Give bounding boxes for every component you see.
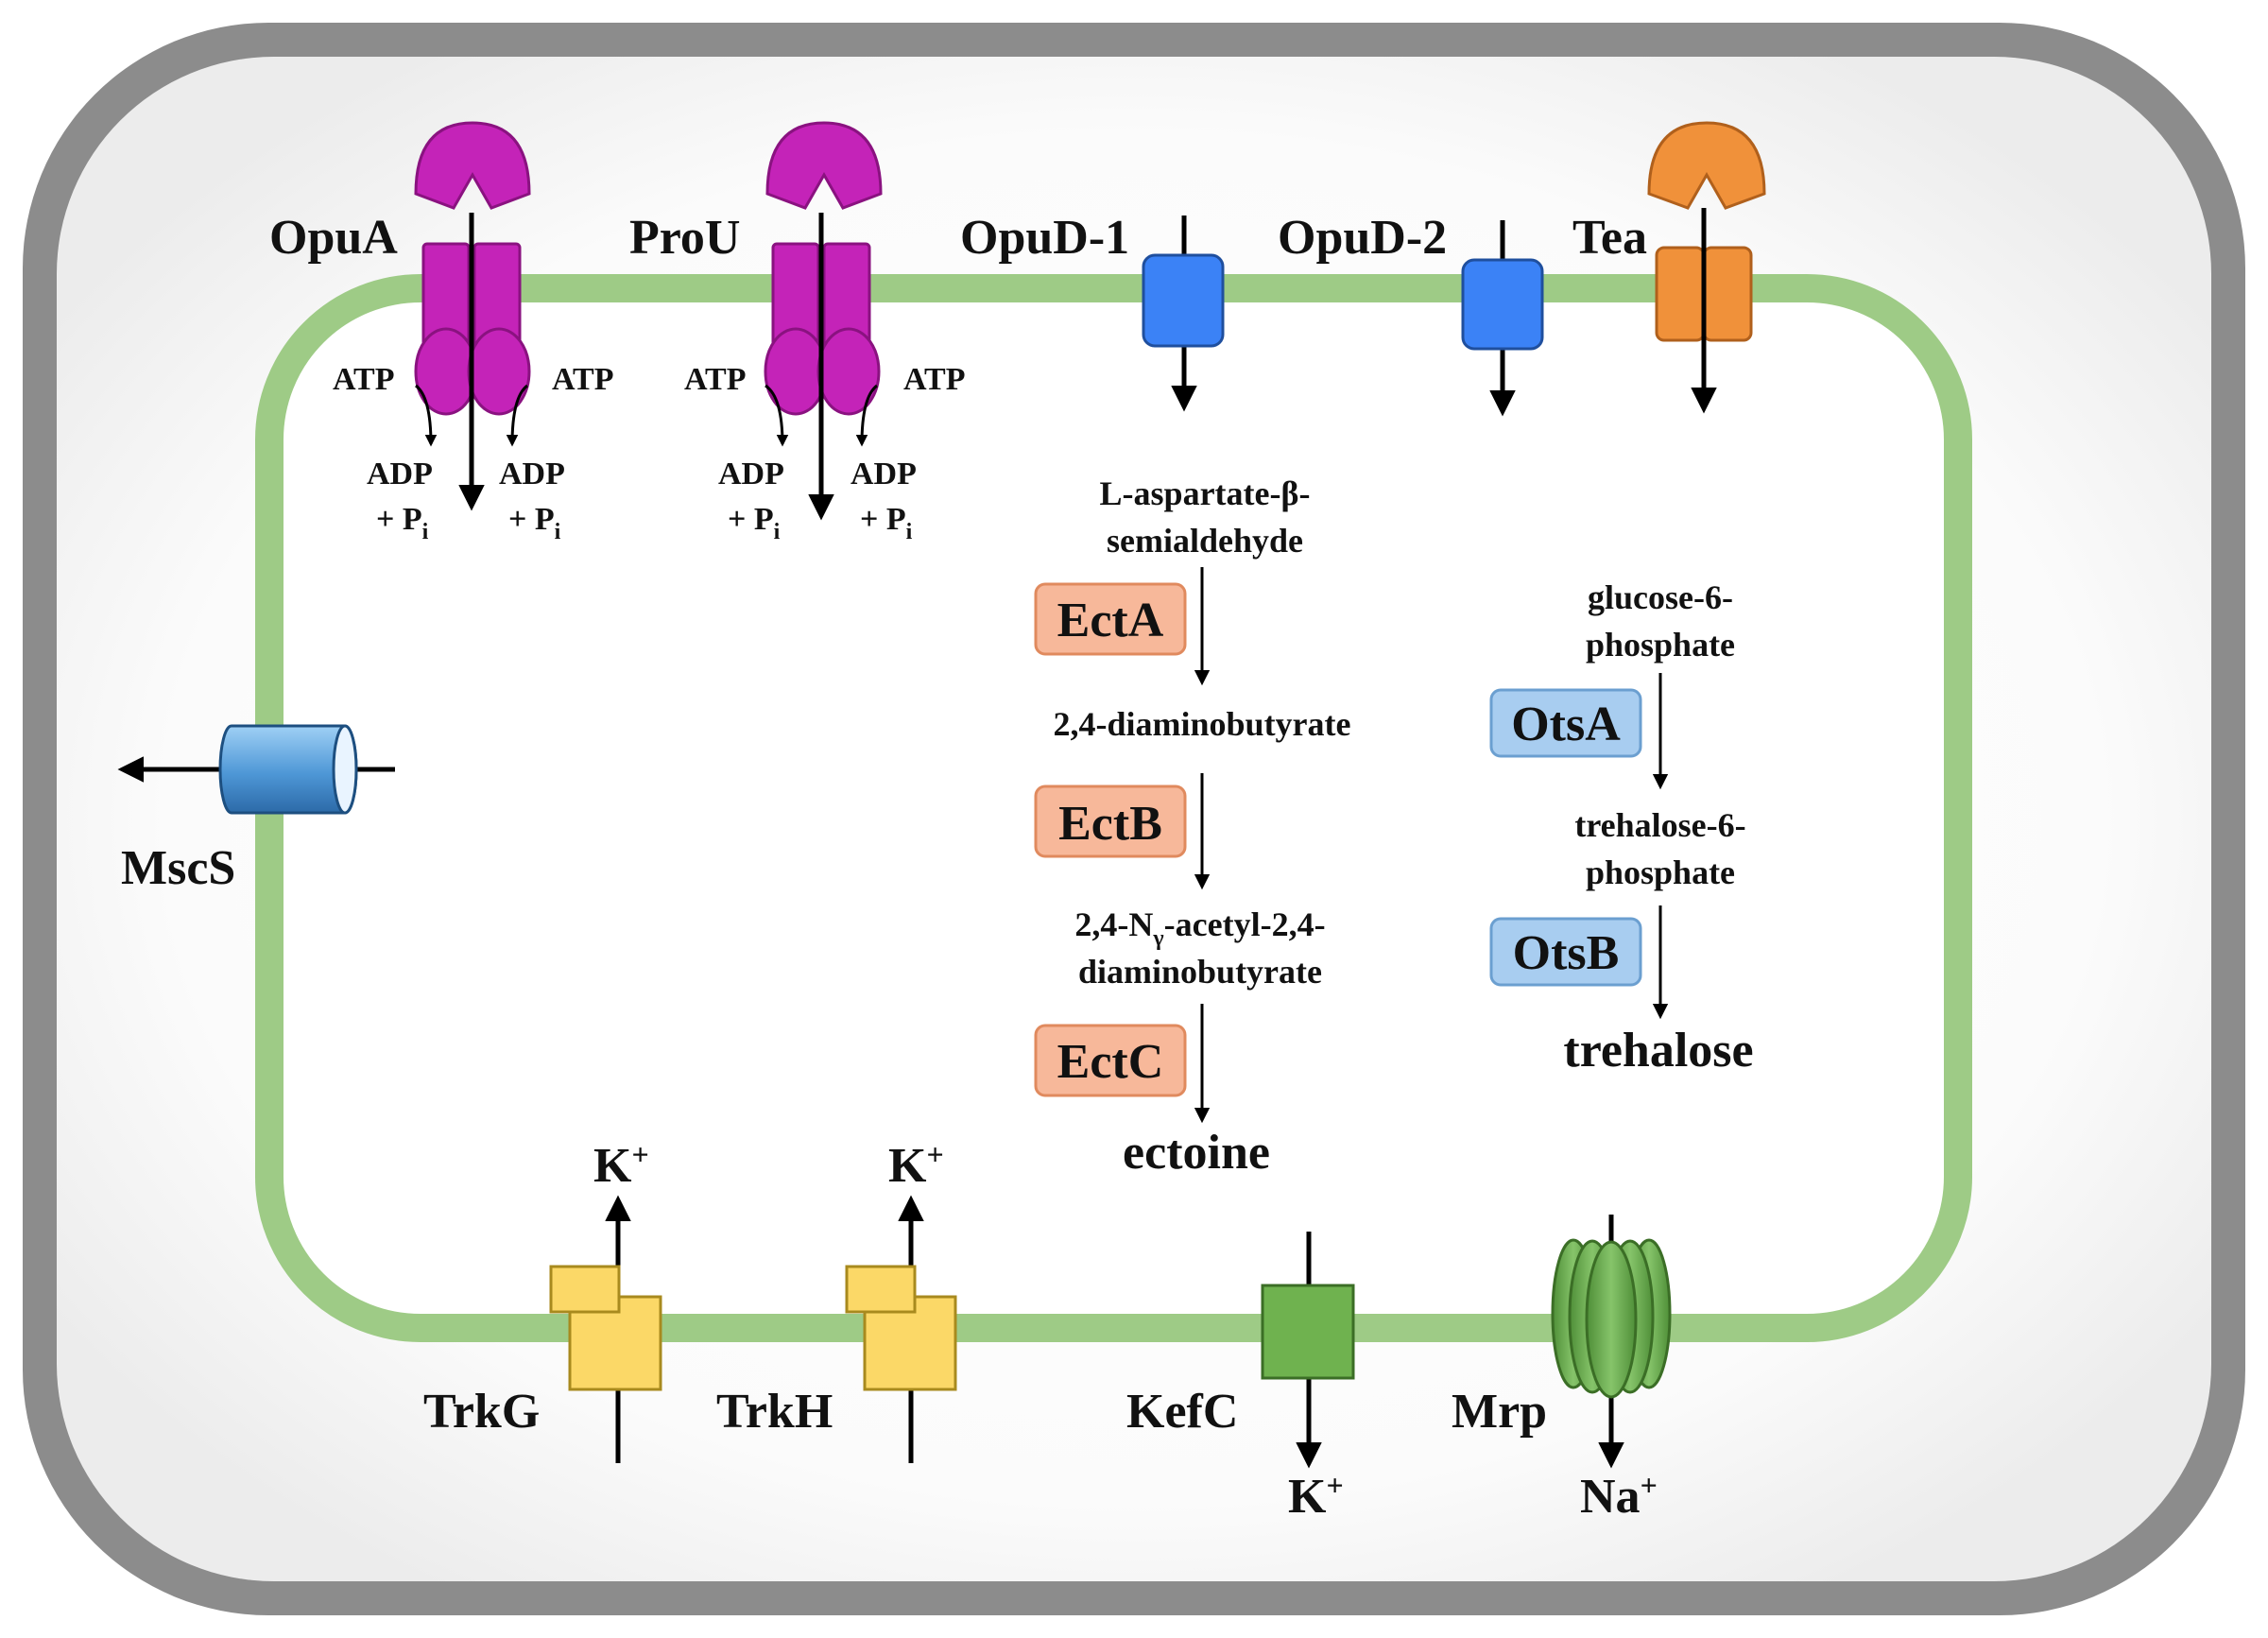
mrp-transporter[interactable] xyxy=(1551,1215,1672,1469)
trkh-subunit xyxy=(845,1265,917,1314)
opua-right-atp-arrow xyxy=(506,384,528,447)
mrp-label: Mrp xyxy=(1452,1385,1547,1439)
opua-label: OpuA xyxy=(269,211,398,265)
prou-label: ProU xyxy=(629,211,740,265)
opua-left-atp-arrow xyxy=(415,384,438,447)
prou-nbd-right xyxy=(816,327,881,416)
prou-left-atp-arrow xyxy=(765,384,789,447)
prou-atp-left: ATP xyxy=(684,362,746,397)
tea-tm-left xyxy=(1655,246,1706,342)
trkh-ion: K+ xyxy=(888,1137,944,1193)
trkg-transporter[interactable] xyxy=(549,1195,662,1463)
opua-adp-left: ADP xyxy=(367,457,433,491)
opua-transporter[interactable] xyxy=(414,121,531,511)
ots-intermediate-line2: phosphate xyxy=(1586,853,1735,891)
trkg-label: TrkG xyxy=(423,1385,540,1439)
opud1-label: OpuD-1 xyxy=(960,211,1129,265)
ecta-enzyme-box[interactable] xyxy=(1034,582,1187,656)
kefc-label: KefC xyxy=(1126,1385,1238,1439)
prou-adp-left: ADP xyxy=(718,457,784,491)
ect-product: ectoine xyxy=(1123,1126,1270,1180)
opud2-label: OpuD-2 xyxy=(1278,211,1447,265)
tea-binding-protein xyxy=(1647,121,1766,210)
prou-atp-right: ATP xyxy=(903,362,965,397)
trkg-subunit xyxy=(549,1265,621,1314)
ectc-enzyme-box[interactable] xyxy=(1034,1024,1187,1097)
prou-adp-right: ADP xyxy=(850,457,917,491)
ect-intermediate2-line1: 2,4-Nγ-acetyl-2,4- xyxy=(1074,905,1325,951)
ect-substrate-line1: L-aspartate-β- xyxy=(1100,474,1311,512)
opud1-body xyxy=(1142,253,1225,348)
prou-transporter[interactable] xyxy=(764,121,883,521)
prou-nbd-left xyxy=(764,327,828,416)
opua-atp-left: ATP xyxy=(333,362,394,397)
mscs-channel[interactable] xyxy=(117,724,395,815)
trkh-transporter[interactable] xyxy=(845,1195,957,1463)
trkh-label: TrkH xyxy=(716,1385,833,1439)
kefc-body xyxy=(1261,1284,1355,1380)
ots-substrate-line2: phosphate xyxy=(1586,626,1735,664)
tea-tm-right xyxy=(1702,246,1753,342)
opua-adp-right: ADP xyxy=(499,457,565,491)
tea-transporter[interactable] xyxy=(1647,121,1766,414)
trkg-ion: K+ xyxy=(593,1137,649,1193)
ots-intermediate-line1: trehalose-6- xyxy=(1574,806,1745,844)
ecta-label: EctA xyxy=(1057,594,1164,647)
ect-intermediate2-line2: diaminobutyrate xyxy=(1078,953,1322,991)
ect-substrate-line2: semialdehyde xyxy=(1107,522,1303,560)
opud1-transporter[interactable] xyxy=(1142,216,1225,412)
opud2-transporter[interactable] xyxy=(1461,220,1544,417)
mscs-label: MscS xyxy=(121,841,235,895)
prou-right-atp-arrow xyxy=(855,384,878,447)
opua-pi-left: + Pi xyxy=(376,502,429,544)
prou-pi-right: + Pi xyxy=(860,502,913,544)
kefc-ion: K+ xyxy=(1288,1468,1344,1524)
opua-pi-right: + Pi xyxy=(508,502,561,544)
prou-pi-left: + Pi xyxy=(728,502,781,544)
otsa-enzyme-box[interactable] xyxy=(1489,688,1642,758)
opua-binding-protein xyxy=(414,121,531,210)
otsb-enzyme-box[interactable] xyxy=(1489,917,1642,987)
prou-binding-protein xyxy=(765,121,883,210)
mscs-opening xyxy=(332,724,358,815)
opud2-body xyxy=(1461,258,1544,351)
ectb-label: EctB xyxy=(1058,797,1162,851)
tea-label: Tea xyxy=(1572,211,1647,265)
ectc-label: EctC xyxy=(1057,1035,1164,1089)
opua-nbd-right xyxy=(467,327,531,416)
ect-intermediate1: 2,4-diaminobutyrate xyxy=(1054,705,1351,743)
otsa-label: OtsA xyxy=(1511,698,1621,751)
mrp-ion: Na+ xyxy=(1580,1468,1658,1524)
kefc-transporter[interactable] xyxy=(1261,1232,1355,1469)
ots-substrate-line1: glucose-6- xyxy=(1588,578,1733,616)
ots-product: trehalose xyxy=(1563,1024,1753,1078)
otsb-label: OtsB xyxy=(1513,926,1620,980)
mrp-subunit-5 xyxy=(1585,1240,1638,1399)
ectb-enzyme-box[interactable] xyxy=(1034,785,1187,858)
opua-atp-right: ATP xyxy=(552,362,613,397)
